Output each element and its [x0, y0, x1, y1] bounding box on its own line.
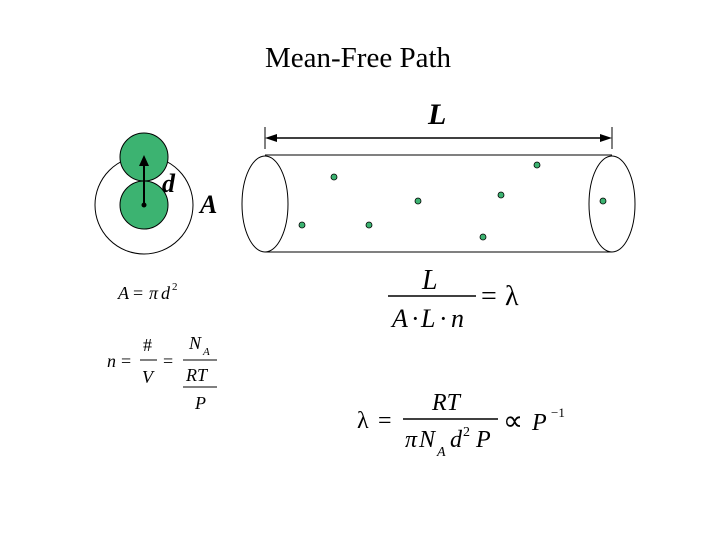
mfp-den-dot2: ·	[439, 304, 448, 333]
final-lambda: λ	[357, 408, 369, 434]
final-d: d	[450, 427, 463, 453]
n-na: N	[188, 333, 202, 353]
final-d-exp: 2	[463, 425, 470, 440]
length-label: L	[427, 98, 446, 131]
final-n: N	[418, 427, 437, 453]
gas-molecule	[414, 197, 422, 205]
final-n-sub: A	[436, 445, 446, 460]
mfp-equals: =	[481, 281, 497, 312]
final-pp-exp: −1	[551, 405, 565, 420]
final-rt: RT	[431, 390, 462, 416]
mfp-numerator: L	[421, 265, 438, 296]
area-eq-pi: π	[149, 283, 159, 303]
diameter-arrowhead	[139, 155, 149, 166]
mfp-den-a: A	[390, 304, 408, 333]
gas-molecule	[479, 233, 487, 241]
n-hash: #	[143, 335, 152, 355]
area-eq-lhs: A	[117, 283, 130, 303]
mfp-lambda: λ	[505, 281, 519, 312]
final-proportional: ∝	[503, 406, 523, 437]
gas-molecules	[298, 161, 607, 241]
n-equals-1: =	[121, 351, 131, 371]
final-equation: λ = RT π N A d 2 P ∝ P −1	[357, 390, 565, 460]
gas-molecule	[599, 197, 607, 205]
diameter-arrow-origin	[141, 202, 147, 208]
gas-molecule	[298, 221, 306, 229]
final-pi: π	[405, 427, 418, 453]
gas-molecule	[330, 173, 338, 181]
page-title: Mean-Free Path	[264, 42, 452, 74]
mfp-den-n: n	[451, 304, 464, 333]
length-arrowhead-right	[600, 134, 612, 142]
n-na-sub: A	[202, 346, 210, 358]
gas-molecule	[533, 161, 541, 169]
mfp-den-l: L	[420, 304, 435, 333]
gas-molecule	[497, 191, 505, 199]
final-pp: P	[531, 410, 547, 436]
mfp-den-dot1: ·	[411, 304, 420, 333]
n-rt: RT	[185, 365, 209, 385]
area-eq-d: d	[161, 283, 171, 303]
area-eq-exp: 2	[172, 281, 178, 293]
area-equation: A = π d 2	[117, 281, 178, 303]
cylinder-left-end	[241, 155, 289, 253]
mean-free-path-equation: L A · L · n = λ	[388, 265, 519, 333]
diameter-label: d	[162, 169, 176, 198]
n-v: V	[142, 367, 155, 387]
final-equals: =	[378, 408, 392, 434]
n-equals-2: =	[163, 351, 173, 371]
cylinder-right-end	[588, 155, 636, 253]
length-arrowhead-left	[265, 134, 277, 142]
final-p: P	[475, 427, 491, 453]
n-p: P	[194, 393, 206, 413]
area-label: A	[198, 190, 217, 219]
gas-molecule	[365, 221, 373, 229]
number-density-equation: n = # V = N A RT P	[107, 333, 217, 413]
area-eq-equals: =	[133, 283, 143, 303]
n-lhs: n	[107, 351, 116, 371]
